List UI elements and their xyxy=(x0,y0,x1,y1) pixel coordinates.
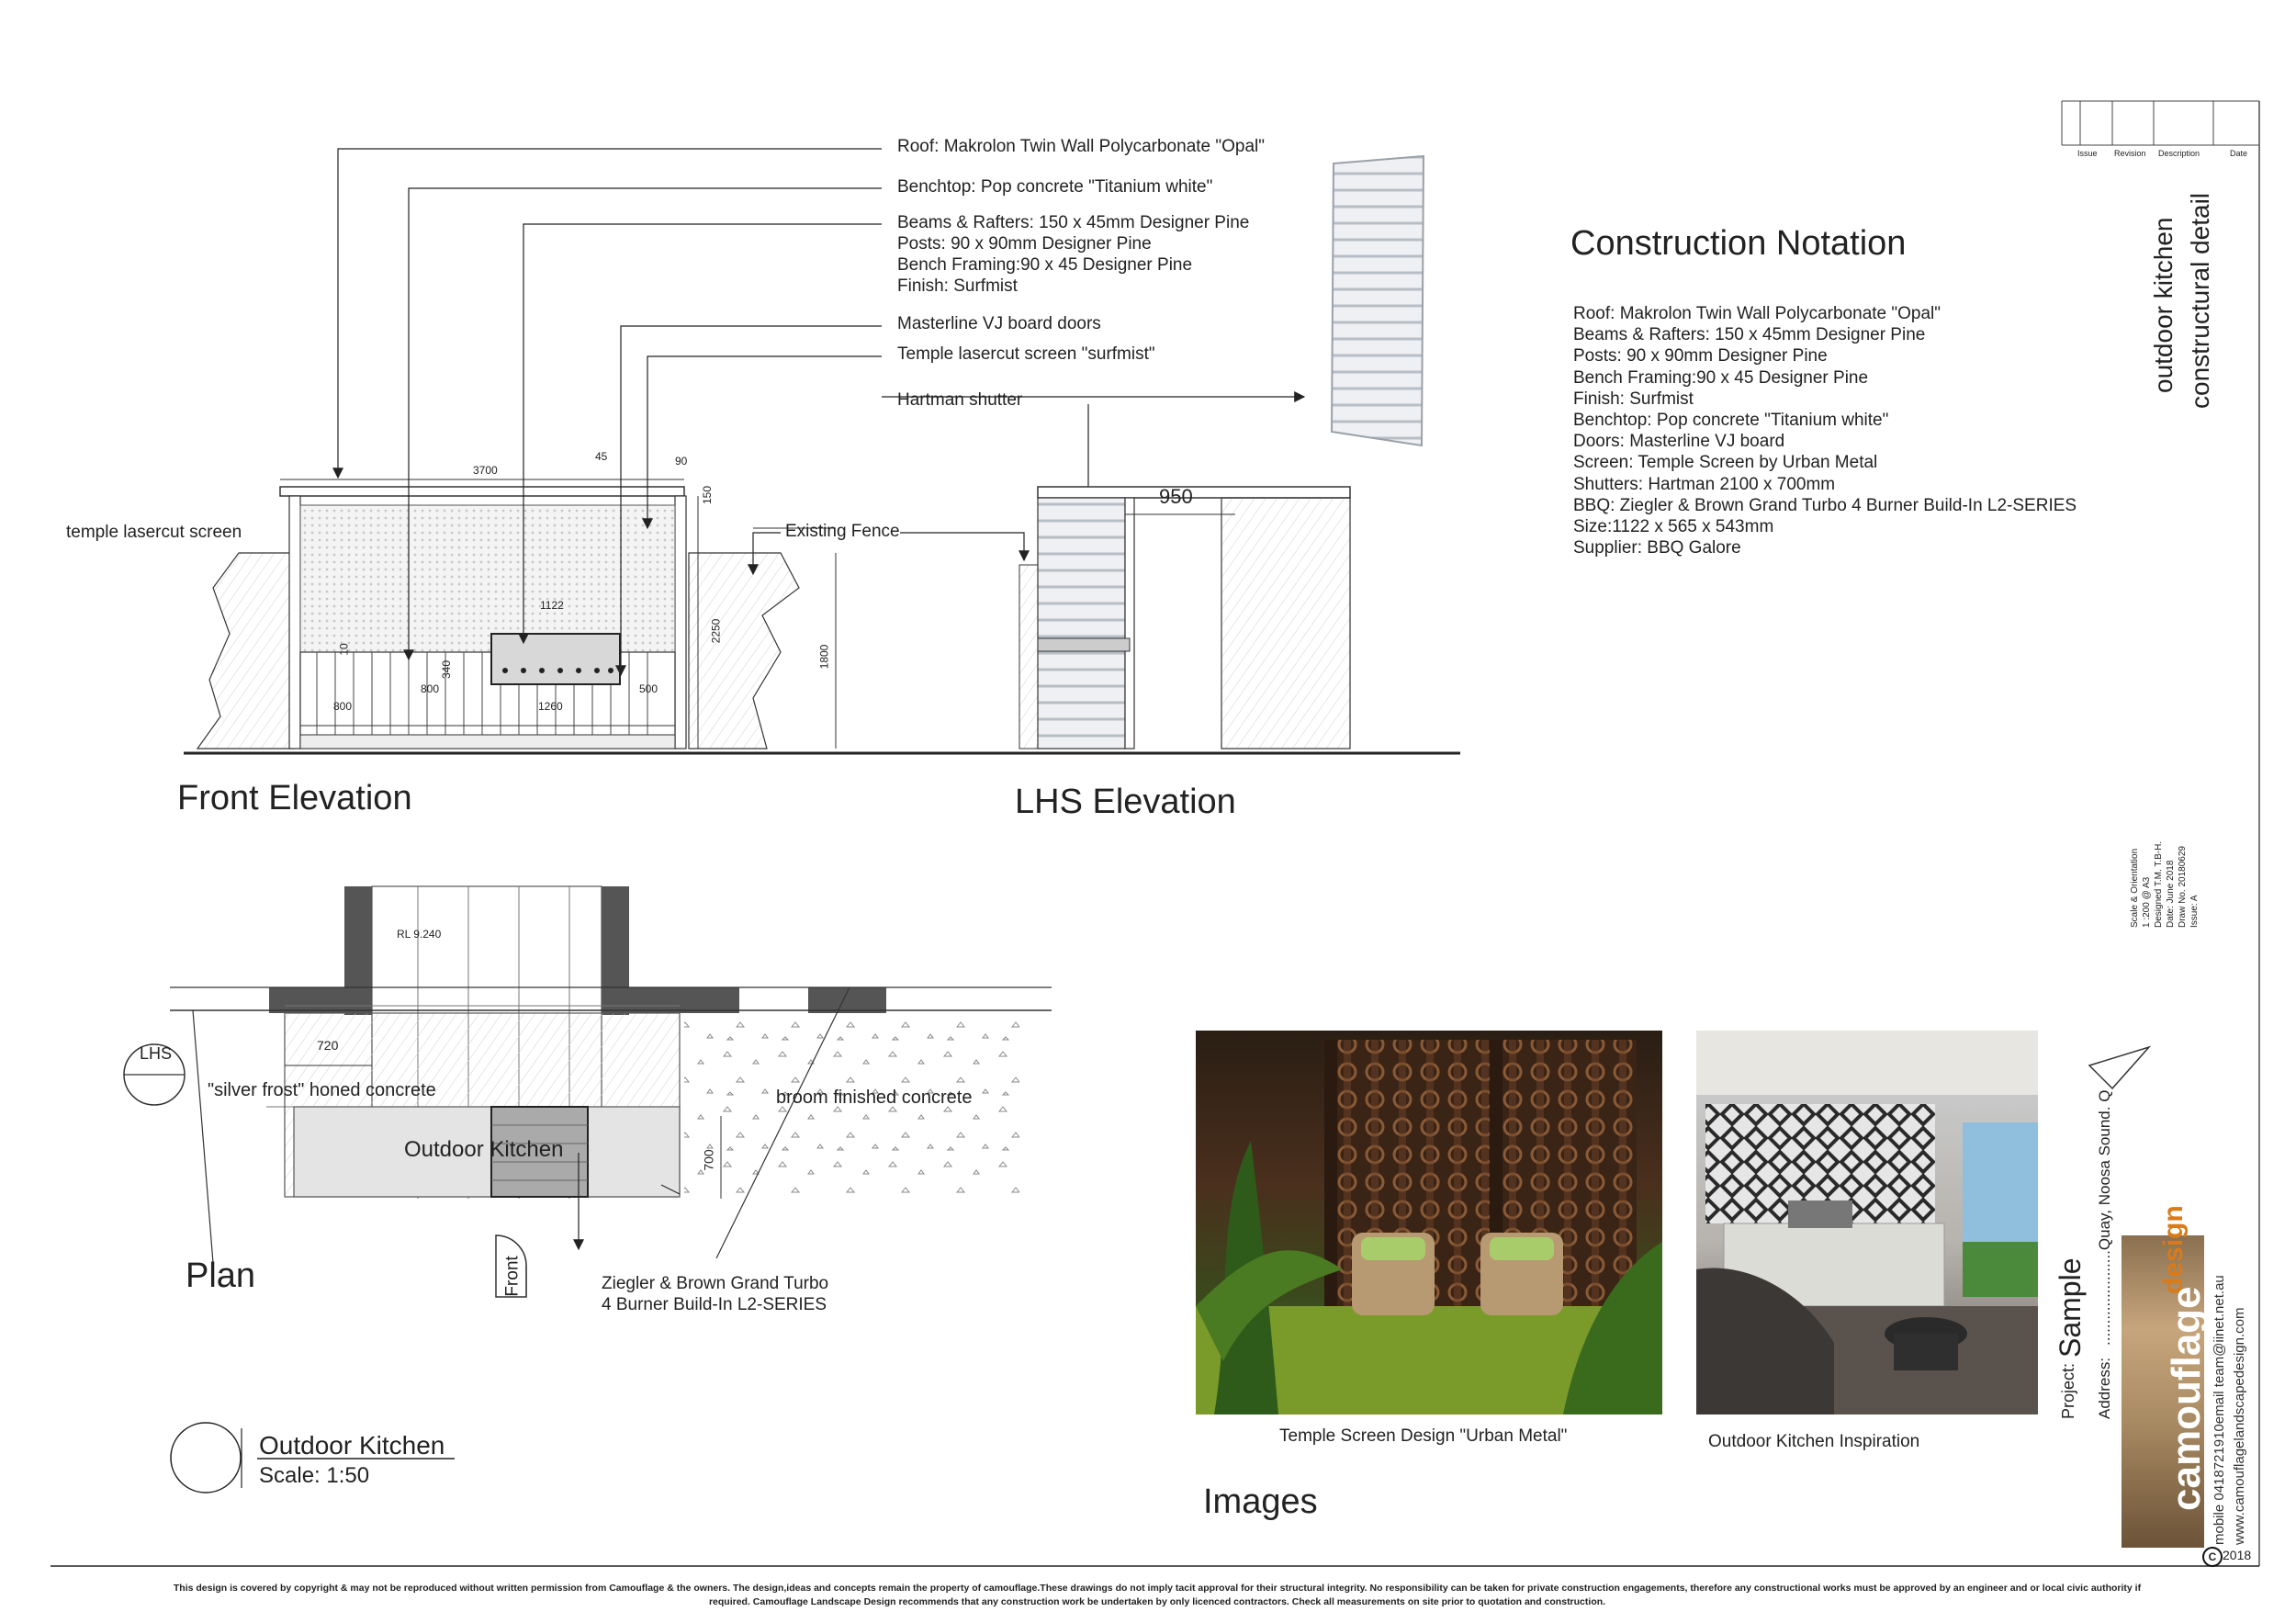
notation-line: Screen: Temple Screen by Urban Metal xyxy=(1573,453,1878,473)
contact-line-1: mobile 0418721910email team@iinet.net.au xyxy=(2212,1275,2227,1545)
lhs-tag: LHS xyxy=(140,1044,173,1063)
disclaimer-line-1: This design is covered by copyright & ma… xyxy=(173,1583,2142,1594)
front-tag: Front xyxy=(502,1256,523,1297)
notation-line: Doors: Masterline VJ board xyxy=(1573,432,1785,452)
dim-45: 45 xyxy=(595,450,608,463)
photo-temple-screen xyxy=(1196,1031,1662,1414)
notation-line: Beams & Rafters: 150 x 45mm Designer Pin… xyxy=(1573,325,1926,345)
notation-line: Bench Framing:90 x 45 Designer Pine xyxy=(1573,367,1869,388)
dim-950: 950 xyxy=(1159,485,1193,508)
detail-line: Draw No. 20180629 xyxy=(2178,846,2188,928)
address-value: ......................Quay, Noosa Sound.… xyxy=(2096,1089,2113,1346)
rev-header-revision: Revision xyxy=(2114,149,2146,158)
construction-notation-list: Roof: Makrolon Twin Wall Polycarbonate "… xyxy=(1573,303,2077,558)
dim-1122: 1122 xyxy=(540,599,564,612)
lhs-elevation-title: LHS Elevation xyxy=(1015,783,1236,821)
dim-3700: 3700 xyxy=(473,464,498,477)
legend-scale: Scale: 1:50 xyxy=(259,1463,370,1488)
callout-screen: Temple lasercut screen "surfmist" xyxy=(897,344,1155,364)
front-elevation-title: Front Elevation xyxy=(177,779,412,817)
notation-line: Finish: Surfmist xyxy=(1573,389,1694,409)
dim-1260: 1260 xyxy=(538,700,563,713)
rev-header-description: Description xyxy=(2158,149,2200,158)
dim-90: 90 xyxy=(675,455,688,468)
notation-line: Roof: Makrolon Twin Wall Polycarbonate "… xyxy=(1573,304,1941,323)
notation-line: Supplier: BBQ Galore xyxy=(1573,538,1741,558)
detail-line: Issue: A xyxy=(2189,895,2200,928)
label-outdoor-kitchen: Outdoor Kitchen xyxy=(404,1137,564,1162)
callout-posts: Posts: 90 x 90mm Designer Pine xyxy=(897,234,1152,254)
drawing-title-1: outdoor kitchen xyxy=(2149,217,2178,393)
notation-line: BBQ: Ziegler & Brown Grand Turbo 4 Burne… xyxy=(1573,495,2077,515)
address-label: Address: xyxy=(2096,1357,2113,1419)
dim-1800: 1800 xyxy=(817,644,831,670)
label-temple-screen: temple lasercut screen xyxy=(66,523,242,542)
copyright-year: 2018 xyxy=(2223,1548,2252,1562)
rev-header-date: Date xyxy=(2230,149,2248,158)
notation-line: Benchtop: Pop concrete "Titanium white" xyxy=(1573,411,1889,431)
dim-340: 340 xyxy=(440,659,454,680)
detail-line: Scale & Orientation xyxy=(2130,848,2140,928)
copyright-icon: C xyxy=(2202,1547,2223,1567)
rl-level: RL 9.240 xyxy=(397,928,442,941)
callout-bench-framing: Bench Framing:90 x 45 Designer Pine xyxy=(897,255,1193,275)
bbq-note-1: Ziegler & Brown Grand Turbo xyxy=(602,1274,829,1293)
logo-design-text: design xyxy=(2158,1205,2189,1294)
notation-line: Shutters: Hartman 2100 x 700mm xyxy=(1573,474,1836,494)
plan-title: Plan xyxy=(186,1257,256,1295)
label-silver-frost: "silver frost" honed concrete xyxy=(208,1080,436,1100)
callout-roof: Roof: Makrolon Twin Wall Polycarbonate "… xyxy=(897,137,1266,156)
dim-800-left: 800 xyxy=(333,700,353,713)
photo-kitchen-inspiration xyxy=(1696,1031,2038,1414)
dim-2250: 2250 xyxy=(709,618,723,644)
dim-150: 150 xyxy=(701,485,715,505)
callout-finish: Finish: Surfmist xyxy=(897,276,1018,296)
construction-notation-title: Construction Notation xyxy=(1570,224,1907,263)
caption-kitchen-inspiration: Outdoor Kitchen Inspiration xyxy=(1708,1432,1920,1451)
disclaimer: This design is covered by copyright & ma… xyxy=(46,1582,2268,1609)
notation-line: Size:1122 x 565 x 543mm xyxy=(1573,517,1774,537)
contact-line-2: www.camouflagelandscapedesign.com xyxy=(2232,1307,2247,1545)
notation-line: Posts: 90 x 90mm Designer Pine xyxy=(1573,346,1828,366)
images-title: Images xyxy=(1203,1482,1318,1521)
title-block-details: Scale & Orientation 1 :200 @ A3 Designed… xyxy=(2129,841,2200,928)
callout-doors: Masterline VJ board doors xyxy=(897,314,1101,333)
legend-title: Outdoor Kitchen xyxy=(259,1431,445,1460)
rev-header-issue: Issue xyxy=(2077,149,2098,158)
project-label: Project: xyxy=(2059,1362,2077,1419)
drawing-title-2: constructural detail xyxy=(2186,192,2214,409)
dim-800-mid: 800 xyxy=(421,682,440,695)
label-existing-fence: Existing Fence xyxy=(785,522,900,541)
dim-500: 500 xyxy=(639,682,658,695)
company-logo: design camouflage xyxy=(2122,1205,2209,1548)
callout-benchtop: Benchtop: Pop concrete "Titanium white" xyxy=(897,177,1213,197)
detail-line: Designed T.M. T.B-H. xyxy=(2154,840,2164,928)
logo-camouflage-text: camouflage xyxy=(2164,1286,2209,1511)
callout-beams: Beams & Rafters: 150 x 45mm Designer Pin… xyxy=(897,213,1250,232)
bbq-note-2: 4 Burner Build-In L2-SERIES xyxy=(602,1295,827,1314)
detail-line: Date: June 2018 xyxy=(2166,860,2176,928)
callout-shutter: Hartman shutter xyxy=(897,390,1023,410)
shutter-illustration xyxy=(1330,154,1425,447)
dim-10: 10 xyxy=(337,643,351,656)
label-broom-concrete: broom finished concrete xyxy=(776,1088,973,1108)
detail-line: 1 :200 @ A3 xyxy=(2142,876,2152,928)
caption-temple-screen: Temple Screen Design "Urban Metal" xyxy=(1279,1426,1568,1446)
dim-720: 720 xyxy=(317,1038,339,1053)
disclaimer-line-2: required. Camouflage Landscape Design re… xyxy=(708,1596,1606,1607)
dim-700: 700 xyxy=(701,1149,716,1171)
project-name: Sample xyxy=(2054,1257,2087,1358)
